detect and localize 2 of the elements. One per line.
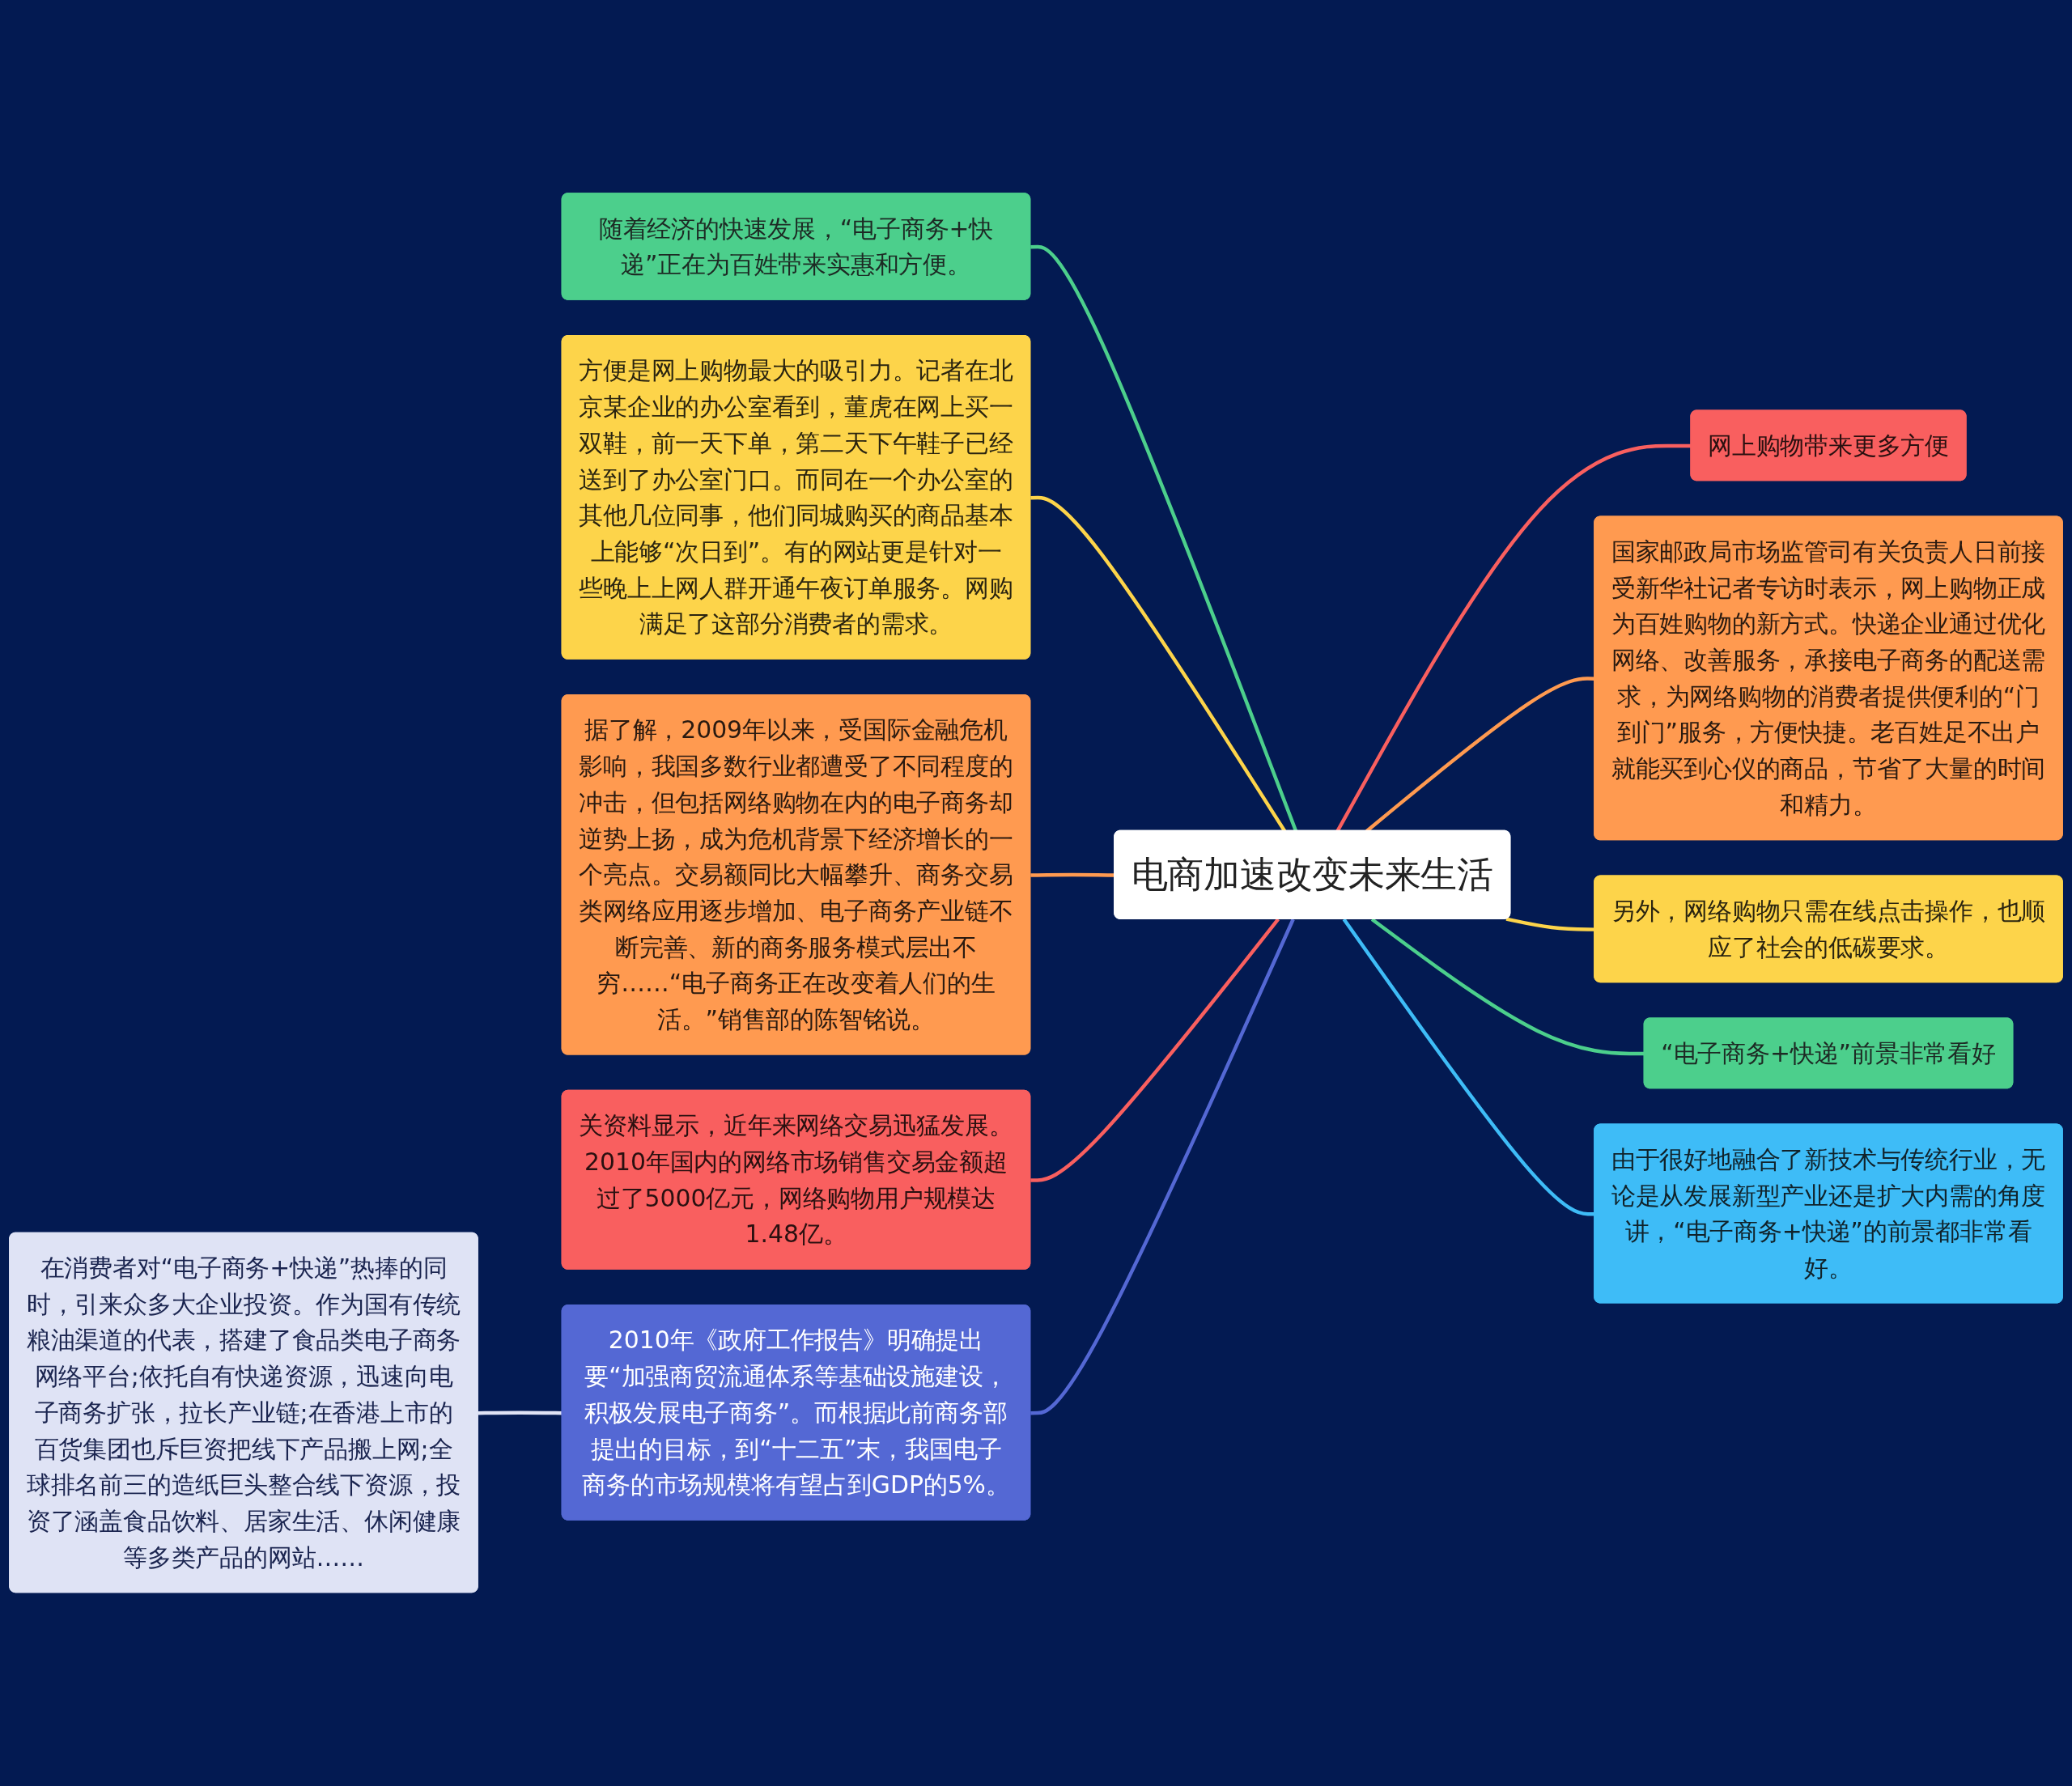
connector <box>1030 918 1295 1415</box>
connector <box>1030 918 1280 1183</box>
